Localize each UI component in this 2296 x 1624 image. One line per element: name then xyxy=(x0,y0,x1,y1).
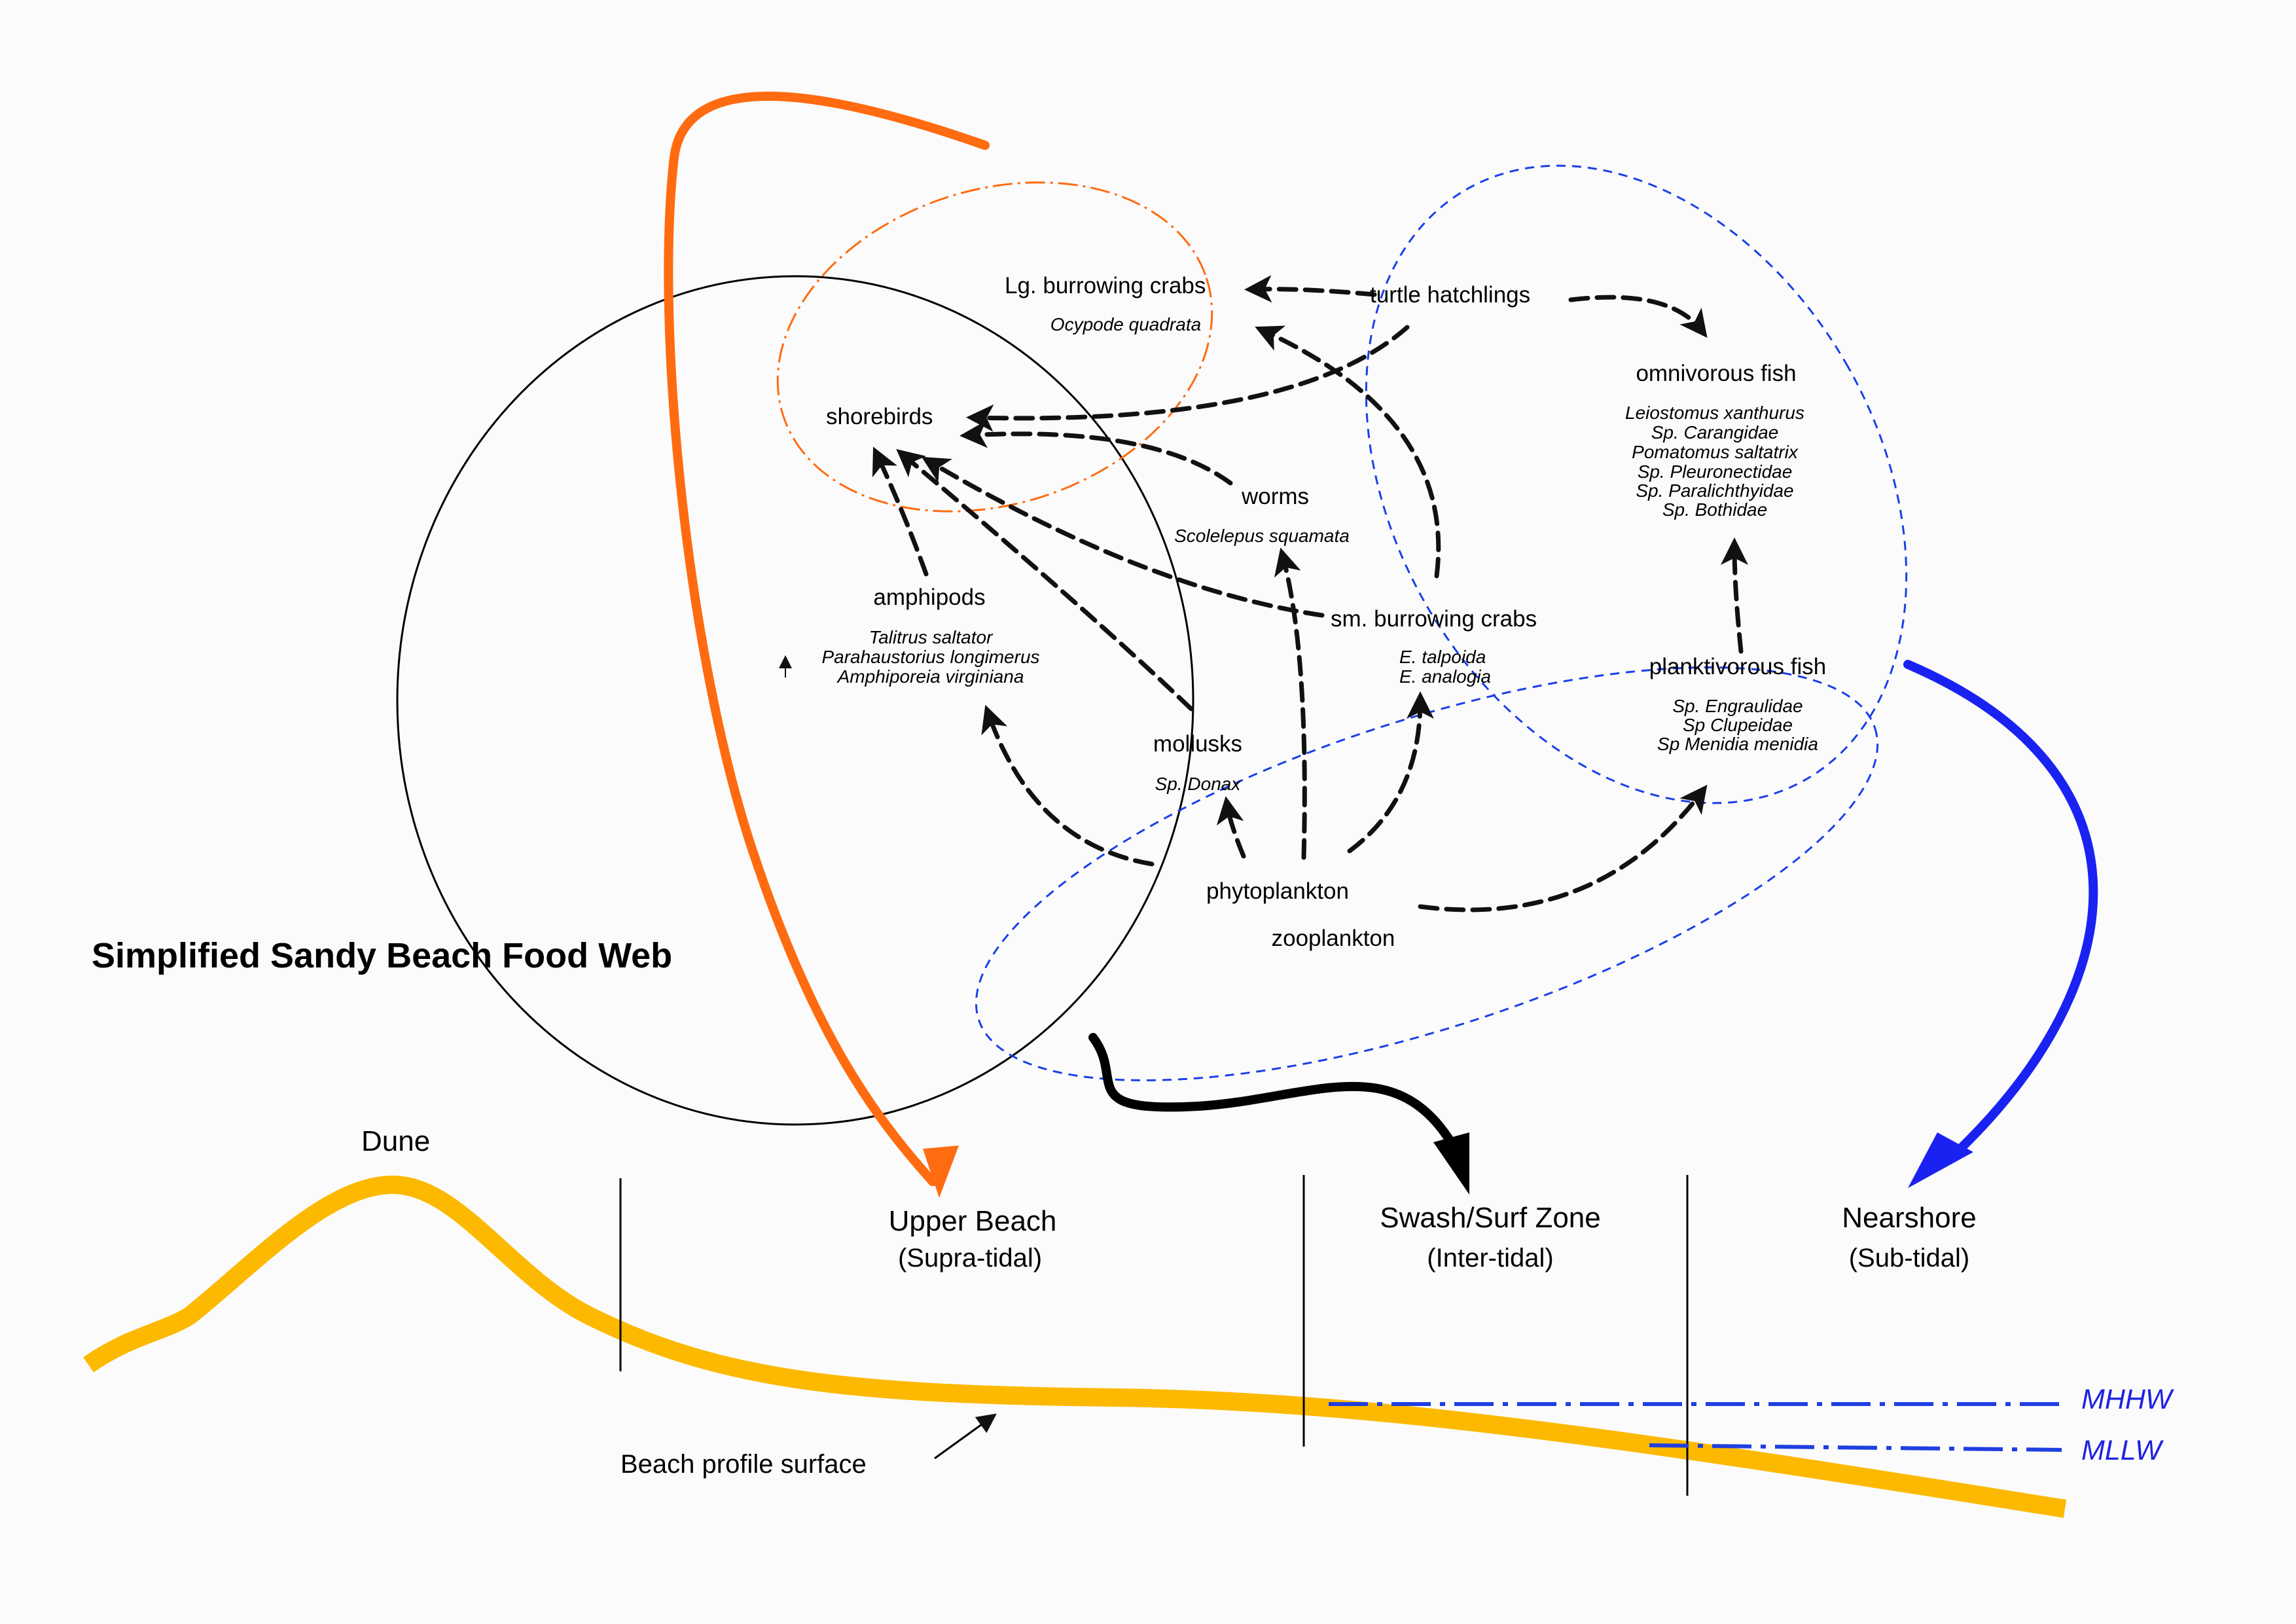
plankton-group-ellipse xyxy=(975,666,1879,1081)
organism-amphipods: amphipods xyxy=(873,585,985,610)
organism-zooplankton: zooplankton xyxy=(1272,926,1395,951)
link-phytoplankton-to-worms xyxy=(1274,547,1307,860)
zone-upper-beach-sub: (Supra-tidal) xyxy=(898,1244,1042,1272)
link-phytoplankton-to-planktivorous-fish xyxy=(1418,784,1708,912)
species-plank-fish-2: Sp Menidia menidia xyxy=(1657,734,1818,754)
zone-upper-beach: Upper Beach xyxy=(889,1205,1057,1237)
zone-nearshore: Nearshore xyxy=(1842,1202,1976,1234)
species-worms-0: Scolelepus squamata xyxy=(1174,526,1350,546)
link-turtles-to-lg-crabs xyxy=(1244,275,1377,303)
beach-profile-surface xyxy=(83,1175,2067,1518)
species-omni-5: Sp. Bothidae xyxy=(1662,499,1767,520)
mllw-label: MLLW xyxy=(2081,1435,2164,1466)
organism-lg-crabs: Lg. burrowing crabs xyxy=(1005,273,1206,298)
beach-profile-pointer xyxy=(934,1413,997,1460)
organism-shorebirds: shorebirds xyxy=(826,404,933,429)
organism-mollusks: mollusks xyxy=(1153,731,1242,757)
link-planktivorous-fish-to-omnivorous-fish xyxy=(1721,537,1749,654)
species-plank-fish-1: Sp Clupeidae xyxy=(1683,715,1793,735)
species-omni-0: Leiostomus xanthurus xyxy=(1625,403,1804,423)
species-omni-2: Pomatomus saltatrix xyxy=(1632,442,1799,462)
upper-beach-arrowhead xyxy=(923,1146,959,1198)
species-amphipods-2: Amphiporeia virginiana xyxy=(836,666,1024,687)
organism-phytoplankton: phytoplankton xyxy=(1206,878,1349,904)
zone-swash: Swash/Surf Zone xyxy=(1380,1202,1601,1234)
species-amphipods-0: Talitrus saltator xyxy=(869,627,994,647)
swash-zone-arrowhead xyxy=(1433,1132,1469,1195)
nearshore-arrow xyxy=(1903,660,2098,1157)
link-turtles-to-shorebirds xyxy=(966,325,1410,432)
link-sm-crabs-to-shorebirds xyxy=(921,456,1325,618)
swash-zone-arrow xyxy=(1088,1033,1458,1150)
organism-turtles: turtle hatchlings xyxy=(1370,282,1530,308)
species-omni-1: Sp. Carangidae xyxy=(1651,422,1779,442)
swash-zone-circle xyxy=(396,275,1194,1126)
link-amphipods-to-shorebirds xyxy=(872,446,929,577)
species-lg-crabs-0: Ocypode quadrata xyxy=(1050,314,1201,334)
beach-profile-label: Beach profile surface xyxy=(620,1450,867,1479)
link-phytoplankton-to-mollusks xyxy=(1216,796,1246,859)
mhhw-label: MHHW xyxy=(2081,1384,2174,1415)
species-omni-4: Sp. Paralichthyidae xyxy=(1636,480,1793,501)
species-sm-crabs-1: E. analogia xyxy=(1399,666,1491,687)
nearshore-arrowhead xyxy=(1908,1132,1973,1188)
link-turtles-to-omnivorous-fish xyxy=(1568,295,1708,338)
organism-planktivorous-fish: planktivorous fish xyxy=(1649,654,1826,679)
organism-worms: worms xyxy=(1241,484,1309,509)
species-amphipods-1: Parahaustorius longimerus xyxy=(821,647,1039,667)
link-phytoplankton-to-amphipods xyxy=(981,704,1155,867)
link-mollusks-to-shorebirds xyxy=(896,448,1194,712)
species-mollusks-0: Sp. Donax xyxy=(1155,774,1242,794)
species-sm-crabs-0: E. talpoida xyxy=(1399,647,1486,667)
link-phytoplankton-to-sm-crabs xyxy=(1347,691,1434,854)
upper-beach-arrow xyxy=(664,92,990,1186)
dune-label: Dune xyxy=(361,1125,430,1157)
organism-omnivorous-fish: omnivorous fish xyxy=(1636,361,1796,386)
species-plank-fish-0: Sp. Engraulidae xyxy=(1672,696,1803,716)
zone-swash-sub: (Inter-tidal) xyxy=(1427,1244,1553,1272)
link-sm-crabs-to-lg-crabs xyxy=(1255,325,1441,579)
zone-nearshore-sub: (Sub-tidal) xyxy=(1849,1244,1970,1272)
upper-beach-group-ellipse xyxy=(776,181,1213,513)
mllw-line xyxy=(1649,1443,2062,1452)
species-omni-3: Sp. Pleuronectidae xyxy=(1638,461,1793,482)
food-links xyxy=(872,275,1749,912)
nearshore-group-ellipse xyxy=(1365,164,1908,804)
link-worms-to-shorebirds xyxy=(960,420,1233,486)
diagram-title: Simplified Sandy Beach Food Web xyxy=(92,936,672,975)
organism-sm-crabs: sm. burrowing crabs xyxy=(1331,606,1537,632)
